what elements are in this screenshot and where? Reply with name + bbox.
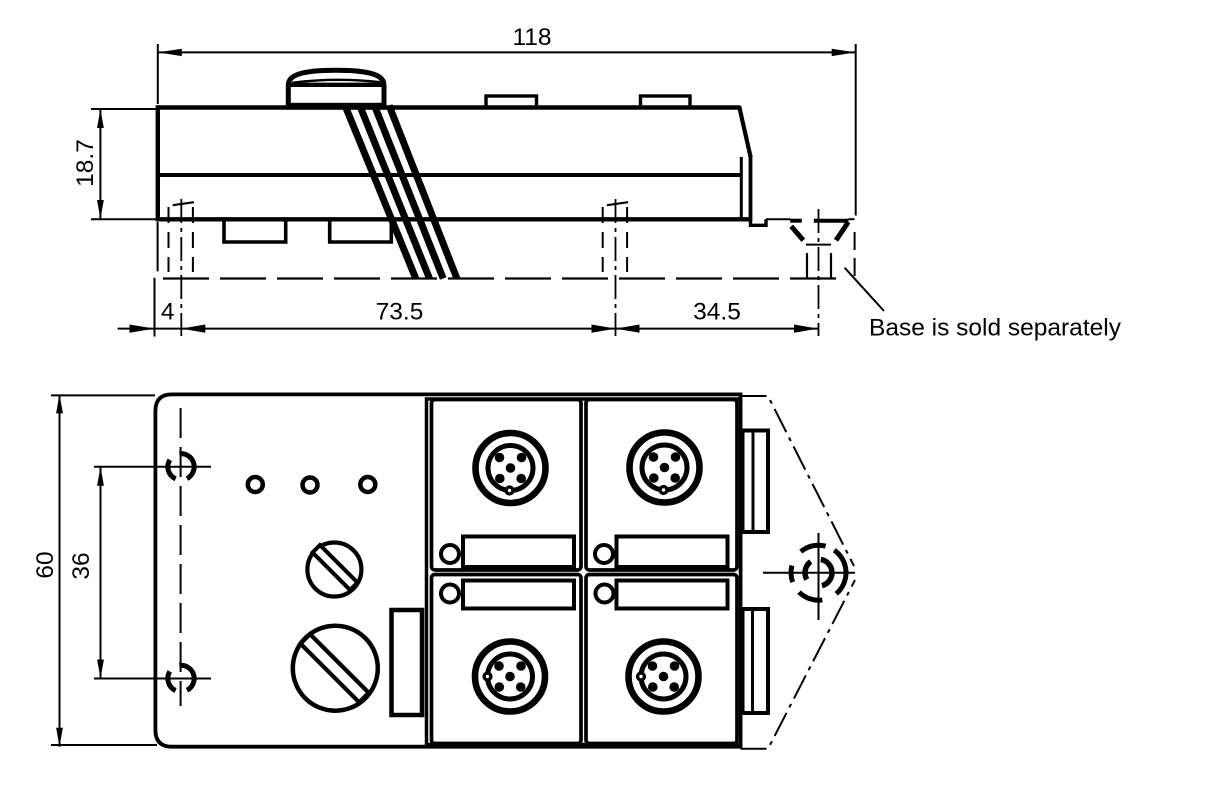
svg-text:34.5: 34.5 (693, 299, 741, 326)
svg-text:118: 118 (512, 24, 551, 51)
svg-text:36: 36 (68, 552, 95, 579)
svg-text:4: 4 (161, 299, 175, 326)
svg-text:18.7: 18.7 (72, 139, 99, 187)
svg-text:73.5: 73.5 (376, 299, 424, 326)
svg-text:Base is sold separately: Base is sold separately (869, 315, 1122, 342)
svg-text:60: 60 (32, 551, 59, 578)
